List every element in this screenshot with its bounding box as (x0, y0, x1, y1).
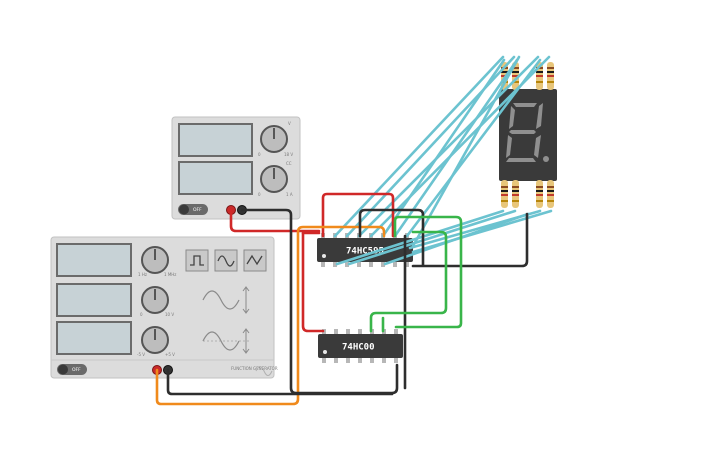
wires-orange[interactable] (155, 225, 386, 406)
chip-74hc00-pin1-marker (323, 350, 327, 354)
chip-74hc595-label: 74HC595 (346, 247, 384, 257)
wires[interactable] (155, 55, 553, 406)
amplitude-arrowheads-icon (242, 286, 250, 314)
chip-74hc595[interactable]: 74HC595 (317, 233, 413, 267)
chip-74hc00-label: 74HC00 (342, 343, 375, 353)
chip-74hc00-bottom-pins (322, 358, 398, 363)
chip-74hc00[interactable]: 74HC00 (318, 329, 403, 363)
chip-74hc00-top-pins (322, 329, 398, 334)
frequency-min-label: 1 Hz (138, 272, 147, 277)
power-supply-switch-knob (179, 204, 189, 215)
brand-wave-icon (255, 366, 273, 376)
offset-arrowheads-icon (242, 328, 250, 354)
function-generator-brand: FUNCTION GENERATOR (231, 366, 278, 371)
chip-74hc00-body (318, 334, 403, 358)
chip-74hc595-body (317, 238, 413, 262)
voltage-min-label: 0 (258, 152, 261, 157)
square-wave-icon (190, 255, 204, 266)
seven-segment-digit (506, 103, 549, 162)
current-max-label: 1 A (286, 192, 293, 197)
function-generator-switch-label: OFF (72, 367, 81, 373)
chip-74hc595-pin1-marker (322, 254, 326, 258)
frequency-max-label: 1 MHz (164, 272, 176, 277)
wires-red[interactable] (229, 192, 395, 333)
voltage-max-label: 18 V (284, 152, 293, 157)
frequency-display (56, 243, 132, 277)
chip-74hc595-bottom-pins (321, 262, 409, 267)
amplitude-display (56, 283, 132, 317)
voltage-mark: V (288, 121, 291, 126)
sine-wave-icon (217, 255, 235, 267)
amplitude-max-label: 10 V (165, 312, 174, 317)
offset-min-label: -5 V (137, 352, 145, 357)
current-min-label: 0 (258, 192, 261, 197)
resistor-array-bottom (501, 180, 554, 208)
power-supply-switch-label: OFF (193, 207, 202, 213)
function-generator-switch-knob (58, 364, 68, 375)
seven-segment-display[interactable] (499, 62, 557, 208)
square-wave-button[interactable] (185, 249, 209, 272)
function-generator[interactable]: 1 Hz 1 MHz 0 10 V -5 V +5 V OFF FUNCTION… (50, 236, 278, 379)
amplitude-wave-icon (202, 290, 240, 310)
amplitude-min-label: 0 (140, 312, 143, 317)
current-mark: CC (286, 161, 292, 166)
voltage-display (178, 123, 253, 157)
offset-display (56, 321, 132, 355)
wires-black[interactable] (166, 208, 529, 396)
offset-max-label: +5 V (165, 352, 175, 357)
power-supply[interactable]: V CC 0 18 V 0 1 A OFF (171, 116, 301, 220)
triangle-wave-icon (246, 254, 263, 266)
wires-cyan[interactable] (333, 55, 553, 266)
current-display (178, 161, 253, 195)
wires-green[interactable] (369, 215, 463, 333)
